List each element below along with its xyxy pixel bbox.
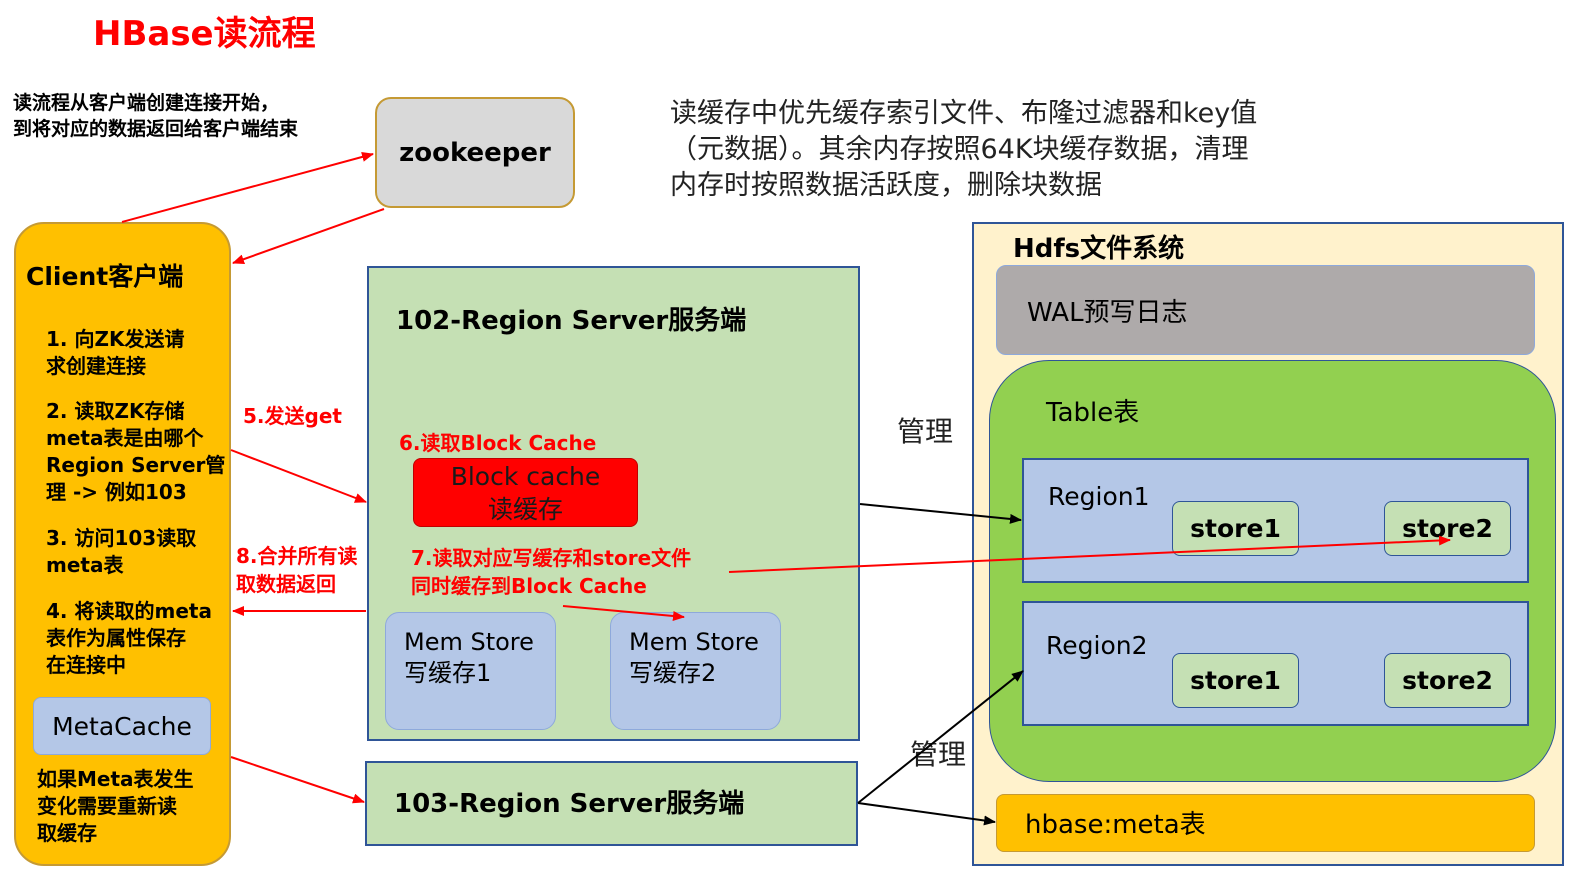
label-manage-1: 管理	[897, 415, 954, 448]
wal-box: WAL预写日志	[996, 265, 1535, 355]
arrow-103-to-meta	[857, 802, 996, 826]
client-step-3: 3. 访问103读取 meta表	[46, 526, 197, 577]
arrow-103-manage-region2	[857, 670, 1024, 804]
region-server-103-title: 103-Region Server服务端	[394, 789, 745, 819]
hbase-meta-table: hbase:meta表	[996, 794, 1535, 852]
block-cache-box: Block cache 读缓存	[413, 458, 638, 527]
metacache-box: MetaCache	[33, 697, 211, 755]
arrow-send-get	[230, 449, 367, 503]
memstore-1: Mem Store 写缓存1	[385, 612, 556, 730]
metacache-label: MetaCache	[52, 711, 192, 741]
table-title: Table表	[1046, 398, 1140, 428]
store-label: store2	[1402, 666, 1493, 695]
block-cache-line2: 读缓存	[487, 494, 563, 524]
label-merge-return: 8.合并所有读 取数据返回	[236, 544, 358, 596]
label-send-get: 5.发送get	[243, 404, 342, 428]
client-footer: 如果Meta表发生 变化需要重新读 取缓存	[37, 767, 194, 845]
hbase-meta-label: hbase:meta表	[1025, 810, 1206, 840]
arrow-zk-to-client	[232, 208, 385, 265]
zookeeper-node: zookeeper	[375, 97, 575, 208]
label-read-store: 7.读取对应写缓存和store文件 同时缓存到Block Cache	[411, 546, 692, 598]
region-1-title: Region1	[1048, 482, 1150, 511]
region-server-102-title: 102-Region Server服务端	[396, 306, 747, 336]
arrow-to-memstore2	[562, 605, 685, 621]
memstore-2: Mem Store 写缓存2	[610, 612, 781, 730]
region-1-store-2: store2	[1384, 501, 1511, 556]
memstore-2-label: Mem Store 写缓存2	[629, 628, 759, 687]
intro-text: 读流程从客户端创建连接开始， 到将对应的数据返回给客户端结束	[13, 92, 299, 140]
zookeeper-label: zookeeper	[399, 137, 551, 168]
region-server-103	[365, 761, 858, 846]
region-2-title: Region2	[1046, 631, 1148, 660]
hdfs-title: Hdfs文件系统	[1013, 234, 1185, 264]
client-title: Client客户端	[26, 262, 184, 291]
arrow-102-manage-region1	[859, 503, 1022, 524]
region-2-store-1: store1	[1172, 653, 1299, 708]
diagram-title: HBase读流程	[93, 14, 316, 54]
memstore-1-label: Mem Store 写缓存1	[404, 628, 534, 687]
client-box	[14, 222, 231, 866]
region-2-store-2: store2	[1384, 653, 1511, 708]
client-step-4: 4. 将读取的meta 表作为属性保存 在连接中	[46, 599, 212, 677]
store-label: store1	[1190, 666, 1281, 695]
label-read-block-cache: 6.读取Block Cache	[399, 431, 597, 455]
arrow-client-to-zk	[121, 152, 374, 223]
block-cache-line1: Block cache	[450, 461, 601, 491]
store-label: store1	[1190, 514, 1281, 543]
wal-label: WAL预写日志	[1027, 298, 1188, 328]
arrow-to-store2	[728, 535, 1451, 573]
cache-note: 读缓存中优先缓存索引文件、布隆过滤器和key值 （元数据）。其余内存按照64K块…	[670, 98, 1258, 201]
arrow-client-to-103	[230, 756, 365, 804]
client-step-2: 2. 读取ZK存储 meta表是由哪个 Region Server管 理 -> …	[46, 399, 226, 504]
client-step-1: 1. 向ZK发送请 求创建连接	[46, 327, 185, 378]
